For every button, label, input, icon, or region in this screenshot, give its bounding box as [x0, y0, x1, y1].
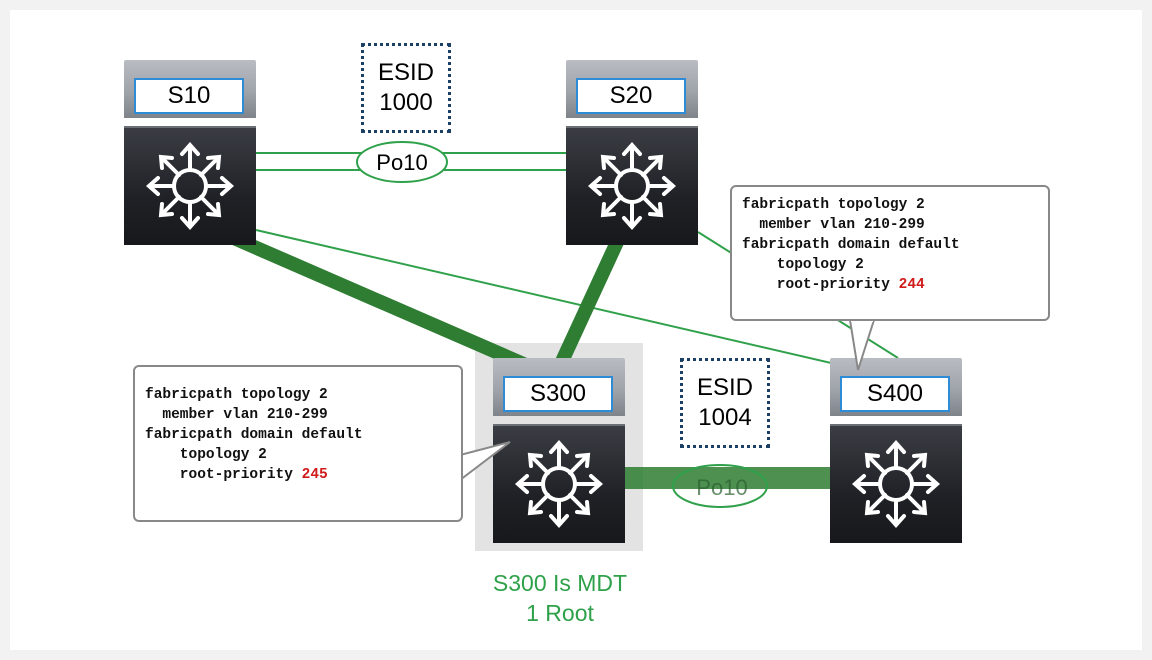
mdt-root-caption: S300 Is MDT 1 Root [475, 568, 645, 628]
po-top-label: Po10 [376, 150, 427, 175]
callout-right-line5: root-priority 244 [742, 275, 1038, 295]
callout-right-priority-label: root-priority [742, 277, 899, 293]
esid-bottom-line2: 1004 [698, 404, 752, 431]
switch-arrows-icon [851, 439, 941, 529]
switch-s10-label: S10 [134, 78, 244, 114]
switch-s400: S400 [830, 358, 962, 543]
esid-bottom-line1: ESID [696, 374, 753, 401]
po-top-ellipse [356, 141, 448, 183]
root-priority-245: 245 [301, 467, 328, 483]
po-bottom-ellipse [672, 464, 768, 508]
esid-top-line1: ESID [377, 59, 434, 86]
callout-right-line2: member vlan 210-299 [742, 217, 925, 233]
callout-left-line4: topology 2 [145, 447, 267, 463]
esid-top-line2: 1000 [379, 89, 433, 116]
callout-left-line3: fabricpath domain default [145, 427, 363, 443]
callout-right-line3: fabricpath domain default [742, 237, 960, 253]
switch-s20-label: S20 [576, 78, 686, 114]
diagram-canvas: Po10 Po10 ESID 1000 ESID 1004 S10 [10, 10, 1142, 650]
callout-left-line5: root-priority 245 [145, 465, 451, 485]
callout-tails [458, 318, 876, 483]
tree-link-s20-s300 [551, 233, 625, 377]
esid-1000-box: ESID 1000 [361, 43, 451, 133]
callout-s400-config: fabricpath topology 2 member vlan 210-29… [730, 185, 1050, 321]
caption-line2: 1 Root [526, 600, 594, 626]
callout-s300-config: fabricpath topology 2 member vlan 210-29… [133, 365, 463, 522]
switch-arrows-icon [587, 141, 677, 231]
callout-right-line4: topology 2 [742, 257, 864, 273]
switch-s10: S10 [124, 60, 256, 245]
callout-left-priority-label: root-priority [145, 467, 302, 483]
switch-s400-label: S400 [840, 376, 950, 412]
switch-s20: S20 [566, 60, 698, 245]
links-layer: Po10 Po10 [229, 141, 899, 508]
switch-arrows-icon [145, 141, 235, 231]
caption-line1: S300 Is MDT [492, 570, 628, 596]
link-s10-s400 [255, 229, 871, 373]
po-bottom-label: Po10 [696, 475, 747, 500]
root-priority-244: 244 [898, 277, 925, 293]
callout-right-line1: fabricpath topology 2 [742, 197, 925, 213]
switch-s300-label: S300 [503, 376, 613, 412]
tree-link-s10-s300 [229, 232, 549, 379]
switch-s300: S300 [493, 358, 625, 543]
callout-left-line1: fabricpath topology 2 [145, 387, 328, 403]
esid-1004-box: ESID 1004 [680, 358, 770, 448]
callout-left-line2: member vlan 210-299 [145, 407, 328, 423]
switch-arrows-icon [514, 439, 604, 529]
